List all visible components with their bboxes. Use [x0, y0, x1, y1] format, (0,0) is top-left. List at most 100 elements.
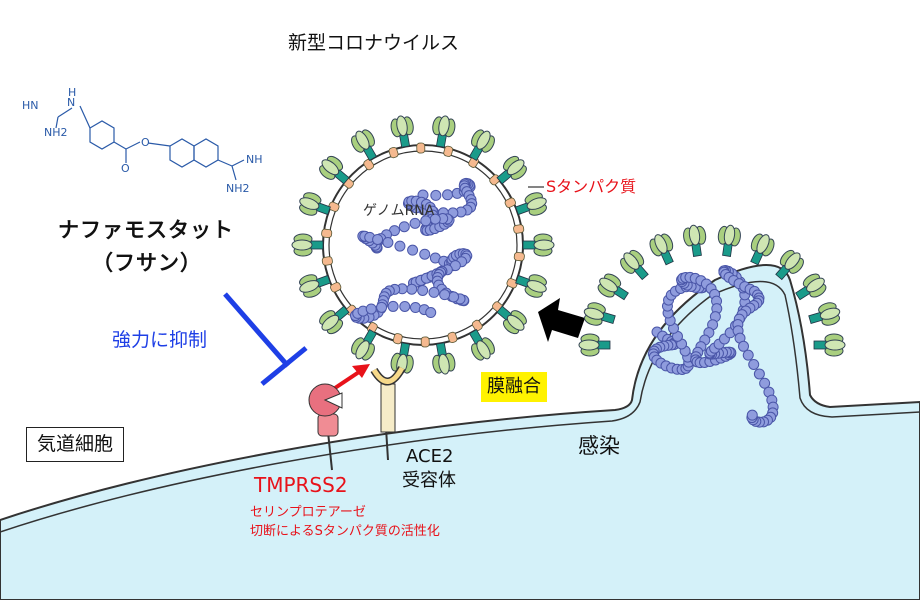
spike-protein — [813, 333, 846, 357]
rna-bead — [409, 302, 421, 314]
rna-bead — [420, 215, 432, 227]
rna-bead — [759, 377, 771, 389]
atom-label: H — [68, 86, 76, 99]
rna-bead — [748, 358, 760, 370]
spike-protein — [319, 305, 350, 335]
rna-bead — [742, 349, 754, 361]
serine-protease-note: セリンプロテアーゼ — [250, 505, 366, 520]
spike-protein — [795, 273, 827, 301]
rna-bead — [428, 286, 440, 298]
atom-label: O — [121, 162, 130, 175]
rna-bead — [398, 221, 410, 233]
atom-label: NH — [246, 153, 263, 166]
infection-label: 感染 — [578, 434, 620, 458]
drug-name: ナファモスタット — [58, 218, 234, 242]
membrane-protein — [330, 282, 342, 293]
drug-brand: （フサン） — [92, 251, 202, 275]
virus-particle — [291, 115, 555, 375]
airway-cell-label: 気道細胞 — [26, 427, 125, 462]
spike-protein — [808, 302, 841, 326]
spike-protein — [432, 342, 456, 375]
spike-protein — [522, 233, 555, 257]
inhibition-symbol — [223, 292, 308, 386]
spike-protein — [496, 305, 527, 335]
rna-bead — [406, 283, 418, 295]
spike-protein — [750, 233, 775, 266]
spike-protein-label: Sタンパク質 — [546, 177, 637, 196]
fusion-arrow — [538, 298, 585, 342]
atom-label: NH2 — [226, 182, 250, 195]
rna-bead — [417, 284, 429, 296]
rna-bead — [376, 301, 388, 313]
spike-protein — [299, 192, 331, 216]
rna-bead — [439, 289, 451, 301]
spike-protein — [775, 249, 804, 281]
membrane-protein — [420, 336, 430, 348]
inhibition-label: 強力に抑制 — [112, 329, 208, 351]
spike-protein — [432, 115, 456, 148]
rna-bead — [738, 340, 750, 352]
activation-arrow — [333, 364, 370, 390]
rna-bead — [753, 368, 765, 380]
rna-bead — [430, 189, 442, 201]
membrane-protein — [328, 201, 340, 212]
spike-protein — [390, 115, 414, 148]
rna-bead — [419, 248, 431, 260]
rna-bead — [399, 300, 411, 312]
membrane-fusion-label: 膜融合 — [481, 372, 547, 402]
spike-protein — [299, 274, 331, 298]
tmprss2-protein — [308, 383, 343, 471]
spike-protein — [468, 129, 495, 161]
spike-activation-note: 切断によるSタンパク質の活性化 — [250, 524, 440, 539]
atom-label: NH2 — [44, 126, 68, 139]
membrane-protein — [504, 197, 516, 208]
rna-bead — [387, 300, 399, 312]
rna-bead — [407, 244, 419, 256]
membrane-protein — [513, 251, 525, 262]
spike-protein — [620, 249, 649, 281]
rna-bead — [425, 307, 437, 319]
ace2-receptor — [370, 365, 406, 461]
spike-protein — [496, 155, 527, 185]
membrane-protein — [416, 142, 426, 154]
spike-protein — [468, 329, 495, 361]
rna-bead — [365, 303, 377, 315]
spike-protein — [583, 302, 616, 326]
membrane-protein — [513, 224, 525, 234]
spike-protein — [515, 192, 547, 216]
spike-protein — [351, 329, 378, 361]
rna-bead — [442, 189, 454, 201]
membrane-protein — [447, 331, 458, 344]
membrane-protein — [443, 145, 454, 157]
spike-protein — [649, 233, 674, 266]
receptor-label: 受容体 — [402, 470, 456, 491]
nafamostat-structure — [55, 105, 245, 181]
spike-protein — [683, 224, 707, 257]
genome-rna-label: ゲノムRNA — [363, 203, 435, 219]
atom-label: O — [141, 136, 150, 149]
spike-protein — [319, 155, 350, 185]
membrane-protein — [506, 278, 518, 289]
virus-title: 新型コロナウイルス — [288, 32, 460, 54]
rna-bead — [394, 240, 406, 252]
membrane-protein — [363, 158, 375, 171]
rna-bead — [372, 233, 384, 245]
atom-label: N — [67, 96, 75, 109]
spike-protein — [515, 274, 547, 298]
atom-label: HN — [22, 99, 39, 112]
tmprss2-label: TMPRSS2 — [254, 473, 348, 497]
rna-bead — [382, 236, 394, 248]
membrane-protein — [471, 319, 483, 332]
membrane-protein — [321, 256, 333, 266]
rna-bead — [409, 217, 421, 229]
membrane-protein — [392, 333, 403, 345]
membrane-protein — [321, 228, 333, 239]
ace2-label: ACE2 — [406, 446, 454, 467]
spike-protein — [291, 233, 324, 257]
rna-bead — [746, 409, 758, 421]
spike-protein — [578, 333, 611, 357]
spike-protein — [717, 224, 741, 257]
fused-virus — [578, 224, 846, 428]
